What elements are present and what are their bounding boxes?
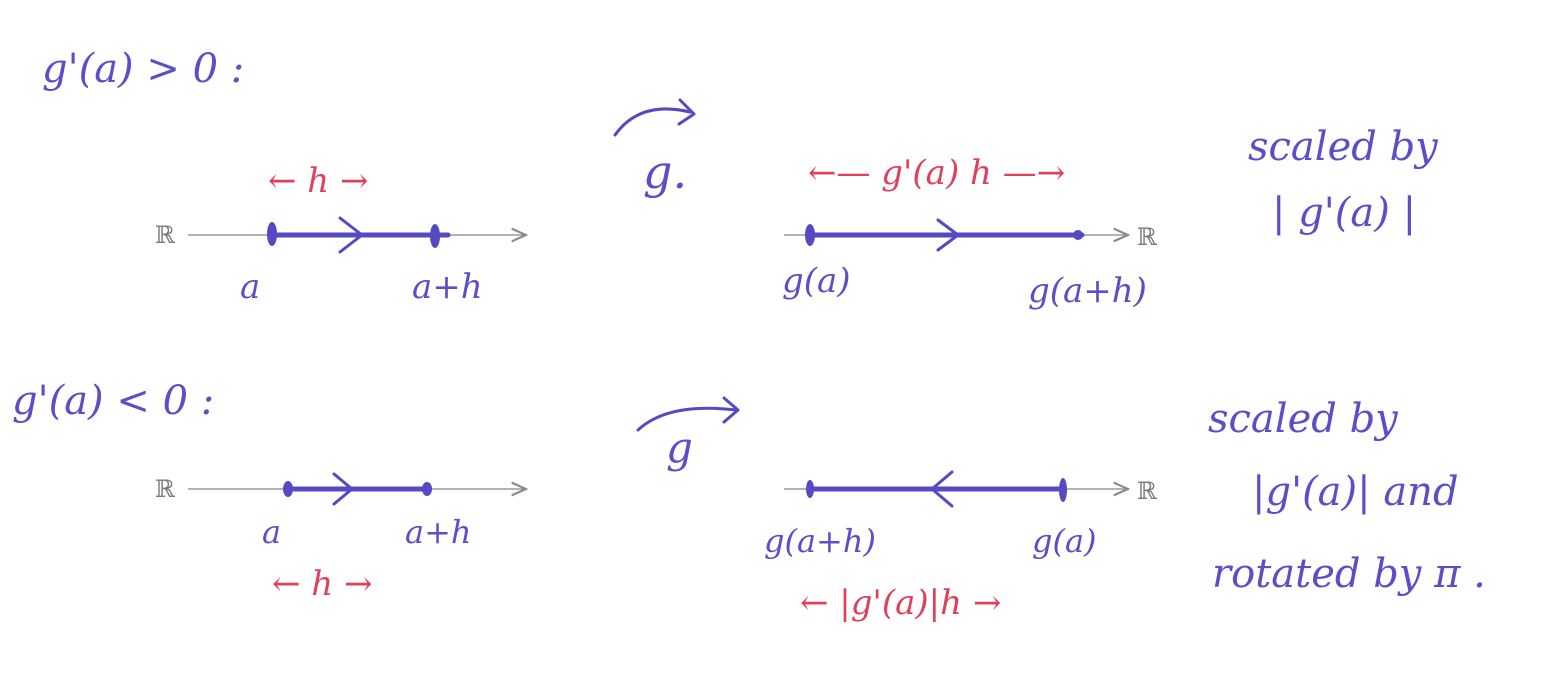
point-a-plus-h-label: a+h bbox=[412, 267, 483, 307]
axis-label: ℝ bbox=[155, 221, 176, 249]
point-a-plus-h-marker bbox=[422, 482, 432, 496]
left-number-line-positive: ℝ a a+h ← h → bbox=[155, 161, 526, 307]
curved-arrow-icon bbox=[636, 406, 738, 432]
point-gah-marker bbox=[1073, 230, 1083, 240]
point-a-plus-h-marker bbox=[430, 224, 440, 248]
direction-arrow-icon bbox=[338, 216, 364, 254]
point-gah-label: g(a+h) bbox=[1028, 271, 1147, 311]
width-h-label: ← h → bbox=[268, 161, 369, 201]
point-ga-label: g(a) bbox=[782, 261, 851, 301]
axis-label: ℝ bbox=[1137, 477, 1158, 505]
point-a-label: a bbox=[240, 267, 260, 307]
case-negative: g'(a) < 0 : ℝ a a+h ← h → g ℝ g bbox=[12, 378, 1486, 623]
note-negative: scaled by |g'(a)| and rotated by π . bbox=[1208, 396, 1486, 597]
map-arrow-negative: g bbox=[636, 396, 740, 472]
right-number-line-positive: ℝ g(a) g(a+h) ←— g'(a) h —→ bbox=[782, 153, 1158, 311]
point-a-label: a bbox=[262, 513, 281, 551]
point-a-marker bbox=[283, 481, 293, 497]
map-arrow-positive: g. bbox=[613, 98, 696, 199]
width-abs-gprime-h-label: ← |g'(a)|h → bbox=[800, 583, 1001, 623]
point-a-plus-h-label: a+h bbox=[405, 513, 472, 551]
reversed-direction-arrow-icon bbox=[930, 470, 954, 508]
point-gah-label: g(a+h) bbox=[764, 522, 876, 560]
note-line-2: |g'(a)| and bbox=[1252, 469, 1459, 515]
map-label-g: g bbox=[666, 423, 693, 472]
direction-arrow-icon bbox=[332, 472, 354, 506]
point-ga-label: g(a) bbox=[1032, 522, 1097, 560]
curved-arrow-icon bbox=[613, 107, 692, 137]
note-line-3: rotated by π . bbox=[1212, 551, 1486, 597]
width-gprime-h-label: ←— g'(a) h —→ bbox=[808, 153, 1065, 193]
arrow-head-icon bbox=[722, 396, 740, 424]
point-ga-marker bbox=[1059, 478, 1067, 502]
right-number-line-negative: ℝ g(a+h) g(a) ← |g'(a)|h → bbox=[764, 470, 1158, 623]
axis-label: ℝ bbox=[1137, 223, 1158, 251]
note-line-1: scaled by bbox=[1248, 124, 1439, 170]
condition-positive: g'(a) > 0 : bbox=[42, 46, 244, 92]
note-line-1: scaled by bbox=[1208, 396, 1399, 442]
direction-arrow-icon bbox=[936, 218, 960, 252]
point-gah-marker bbox=[806, 480, 814, 498]
case-positive: g'(a) > 0 : ℝ a a+h ← h → g. ℝ bbox=[42, 46, 1439, 311]
condition-negative: g'(a) < 0 : bbox=[12, 378, 214, 424]
left-number-line-negative: ℝ a a+h ← h → bbox=[155, 472, 526, 604]
axis-label: ℝ bbox=[155, 475, 176, 503]
map-label-g: g. bbox=[643, 145, 687, 199]
arrow-head-icon bbox=[677, 98, 696, 126]
note-line-2: | g'(a) | bbox=[1272, 190, 1416, 236]
width-h-label: ← h → bbox=[272, 564, 373, 604]
point-ga-marker bbox=[805, 224, 815, 246]
note-positive: scaled by | g'(a) | bbox=[1248, 124, 1439, 236]
point-a-marker bbox=[267, 222, 277, 246]
